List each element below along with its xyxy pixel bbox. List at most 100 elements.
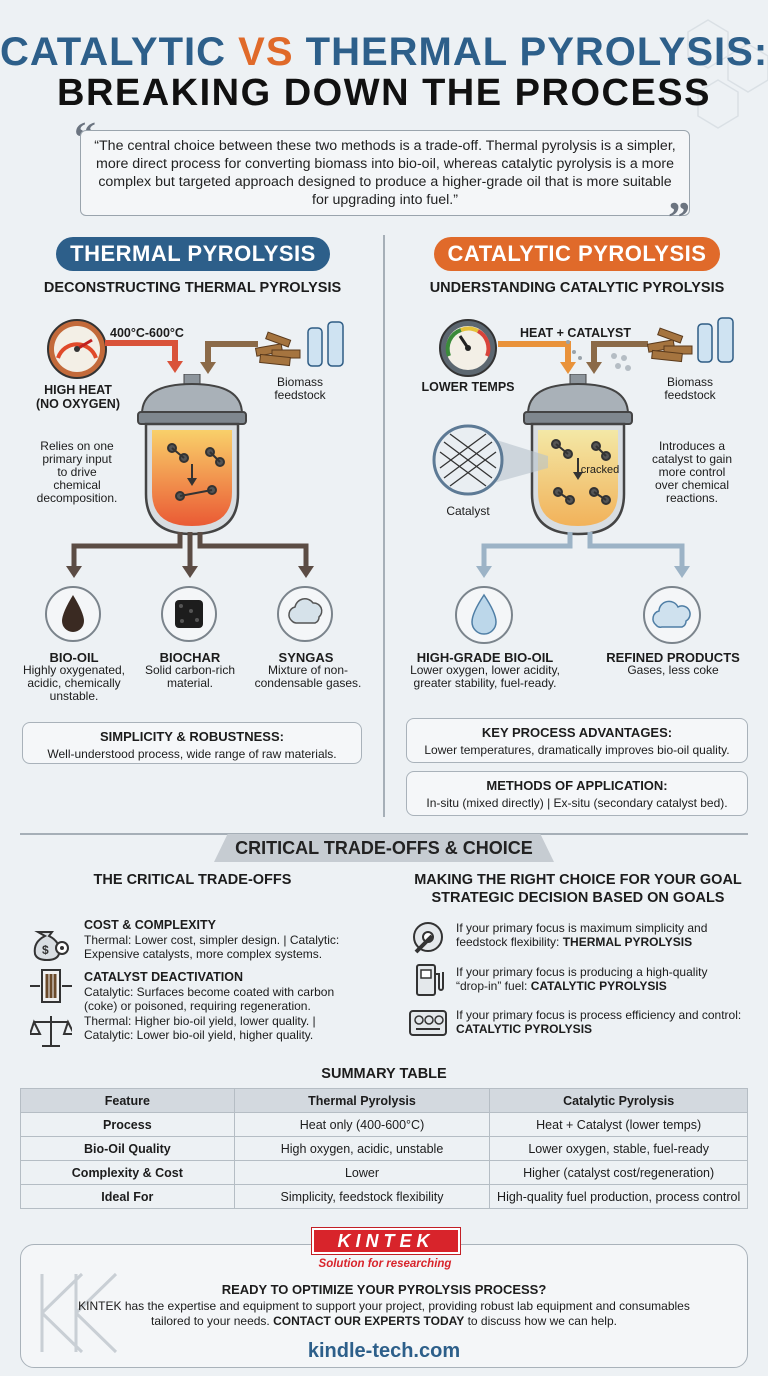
cracked-label: cracked — [580, 464, 620, 476]
thermal-output-arrows — [66, 532, 314, 578]
catalytic-feed-label: Biomass feedstock — [664, 375, 716, 402]
wrench-gear-icon — [413, 922, 443, 954]
syngas-cloud-icon — [277, 586, 333, 642]
table-cell: Process — [20, 1112, 235, 1137]
thermal-temp-label: 400°C-600°C — [110, 326, 184, 340]
catalytic-side-note: Introduces a catalyst to gain more contr… — [651, 439, 733, 505]
table-cell: Lower — [233, 1160, 491, 1185]
catalytic-product-desc: Lower oxygen, lower acidity, greater sta… — [410, 663, 560, 690]
lower-temp-gauge-icon — [439, 319, 497, 377]
thermal-subtitle: DECONSTRUCTING THERMAL PYROLYSIS — [43, 280, 342, 296]
heat-arrow-icon — [105, 340, 183, 373]
refined-gas-cloud-icon — [643, 586, 701, 644]
thermal-side-note: Relies on one primary input to drive che… — [36, 439, 118, 505]
website-link[interactable]: kindle-tech.com — [307, 1340, 461, 1362]
catalytic-output-arrows — [476, 532, 690, 578]
right-choice-heading: MAKING THE RIGHT CHOICE FOR YOUR GOAL — [414, 872, 742, 888]
column-divider — [383, 235, 385, 817]
catalyst-particles-icon — [611, 353, 631, 371]
lower-temps-label: LOWER TEMPS — [421, 380, 515, 394]
summary-table: Feature Thermal Pyrolysis Catalytic Pyro… — [20, 1088, 748, 1209]
kintek-tagline: Solution for researching — [318, 1258, 452, 1270]
table-cell: Ideal For — [20, 1184, 235, 1209]
thermal-product-desc: Mixture of non- condensable gases. — [254, 663, 362, 690]
table-cell: Lower oxygen, stable, fuel-ready — [489, 1136, 748, 1161]
column-header: Thermal Pyrolysis — [233, 1088, 491, 1113]
tradeoff-title: COST & COMPLEXITY — [84, 918, 216, 932]
catalyst-mesh-icon — [432, 424, 548, 496]
cta-heading: READY TO OPTIMIZE YOUR PYROLYSIS PROCESS… — [221, 1282, 547, 1297]
cta-body: KINTEK has the expertise and equipment t… — [78, 1299, 690, 1328]
table-header-row: Feature Thermal Pyrolysis Catalytic Pyro… — [20, 1088, 748, 1113]
choice-text: If your primary focus is process efficie… — [456, 1008, 742, 1036]
intro-quote: “The central choice between these two me… — [80, 130, 690, 216]
biochar-block-icon — [161, 586, 217, 642]
table-cell: Simplicity, feedstock flexibility — [233, 1184, 491, 1209]
tradeoff-title: CATALYST DEACTIVATION — [84, 970, 244, 984]
thermal-product-name: BIOCHAR — [159, 650, 221, 665]
catalyst-filter-icon — [30, 969, 72, 1003]
choice-text: If your primary focus is maximum simplic… — [456, 921, 708, 949]
kintek-logo[interactable]: KINTEK — [312, 1228, 460, 1254]
heat-catalyst-label: HEAT + CATALYST — [520, 326, 632, 340]
table-cell: Higher (catalyst cost/regeneration) — [489, 1160, 748, 1185]
table-cell: Heat only (400-600°C) — [233, 1112, 491, 1137]
thermal-pill: THERMAL PYROLYSIS — [56, 237, 330, 271]
biomass-wood-chips-icon — [254, 321, 344, 367]
thermal-simplicity-box: SIMPLICITY & ROBUSTNESS:Well-understood … — [22, 722, 362, 764]
choice-text: If your primary focus is producing a hig… — [456, 965, 708, 993]
trade-offs-banner: CRITICAL TRADE-OFFS & CHOICE — [214, 834, 554, 862]
tradeoff-desc: Thermal: Lower cost, simpler design. | C… — [84, 933, 340, 961]
section-divider — [20, 833, 748, 835]
summary-table-title: SUMMARY TABLE — [321, 1066, 447, 1082]
thermal-heat-label: HIGH HEAT (NO OXYGEN) — [35, 383, 121, 411]
svg-text:$: $ — [42, 943, 49, 957]
catalytic-product-name: REFINED PRODUCTS — [606, 650, 740, 665]
table-cell: High-quality fuel production, process co… — [489, 1184, 748, 1209]
thermal-product-desc: Highly oxygenated, acidic, chemically un… — [22, 663, 126, 703]
table-cell: Heat + Catalyst (lower temps) — [489, 1112, 748, 1137]
biomass-wood-chips-icon — [646, 317, 734, 363]
control-panel-icon — [409, 1010, 447, 1036]
table-cell: High oxygen, acidic, unstable — [233, 1136, 491, 1161]
catalytic-product-desc: Gases, less coke — [627, 663, 719, 677]
bio-oil-drop-icon — [45, 586, 101, 642]
feed-arrow-icon — [200, 341, 258, 374]
key-advantages-box: KEY PROCESS ADVANTAGES:Lower temperature… — [406, 718, 748, 763]
thermal-product-name: SYNGAS — [278, 650, 334, 665]
title-line-1: CATALYTIC VS THERMAL PYROLYSIS: — [0, 30, 768, 74]
catalytic-product-name: HIGH-GRADE BIO-OIL — [416, 650, 554, 665]
hexagon-pattern — [687, 19, 768, 129]
catalytic-reactor-vessel — [523, 374, 633, 536]
catalytic-pill: CATALYTIC PYROLYSIS — [434, 237, 720, 271]
fuel-pump-icon — [416, 964, 444, 996]
methods-of-application-box: METHODS OF APPLICATION:In-situ (mixed di… — [406, 771, 748, 816]
thermal-feed-label: Biomass feedstock — [274, 375, 326, 402]
thermal-reactor-vessel — [137, 374, 247, 536]
trade-offs-heading: THE CRITICAL TRADE-OFFS — [93, 872, 292, 888]
heat-arrow-icon — [498, 340, 582, 374]
cta-panel — [20, 1244, 748, 1368]
thermal-product-desc: Solid carbon-rich material. — [144, 663, 236, 690]
table-cell: Bio-Oil Quality — [20, 1136, 235, 1161]
catalyst-label: Catalyst — [446, 504, 490, 518]
kintek-watermark-logo — [40, 1272, 118, 1354]
tradeoff-desc: Thermal: Higher bio-oil yield, lower qua… — [84, 1014, 316, 1042]
tradeoff-desc: Catalytic: Surfaces become coated with c… — [84, 985, 335, 1013]
title-line-2: BREAKING DOWN THE PROCESS — [57, 72, 711, 114]
column-header: Feature — [20, 1088, 235, 1113]
feed-arrow-icon — [586, 341, 648, 374]
strategic-decision-subheading: STRATEGIC DECISION BASED ON GOALS — [431, 890, 725, 906]
column-header: Catalytic Pyrolysis — [489, 1088, 748, 1113]
table-cell: Complexity & Cost — [20, 1160, 235, 1185]
high-grade-oil-drop-icon — [455, 586, 513, 644]
catalytic-subtitle: UNDERSTANDING CATALYTIC PYROLYSIS — [429, 280, 725, 296]
thermal-product-name: BIO-OIL — [49, 650, 99, 665]
money-bag-gear-icon: $ — [33, 931, 69, 962]
balance-scale-icon — [30, 1016, 72, 1047]
close-quote-icon: ” — [668, 193, 690, 242]
